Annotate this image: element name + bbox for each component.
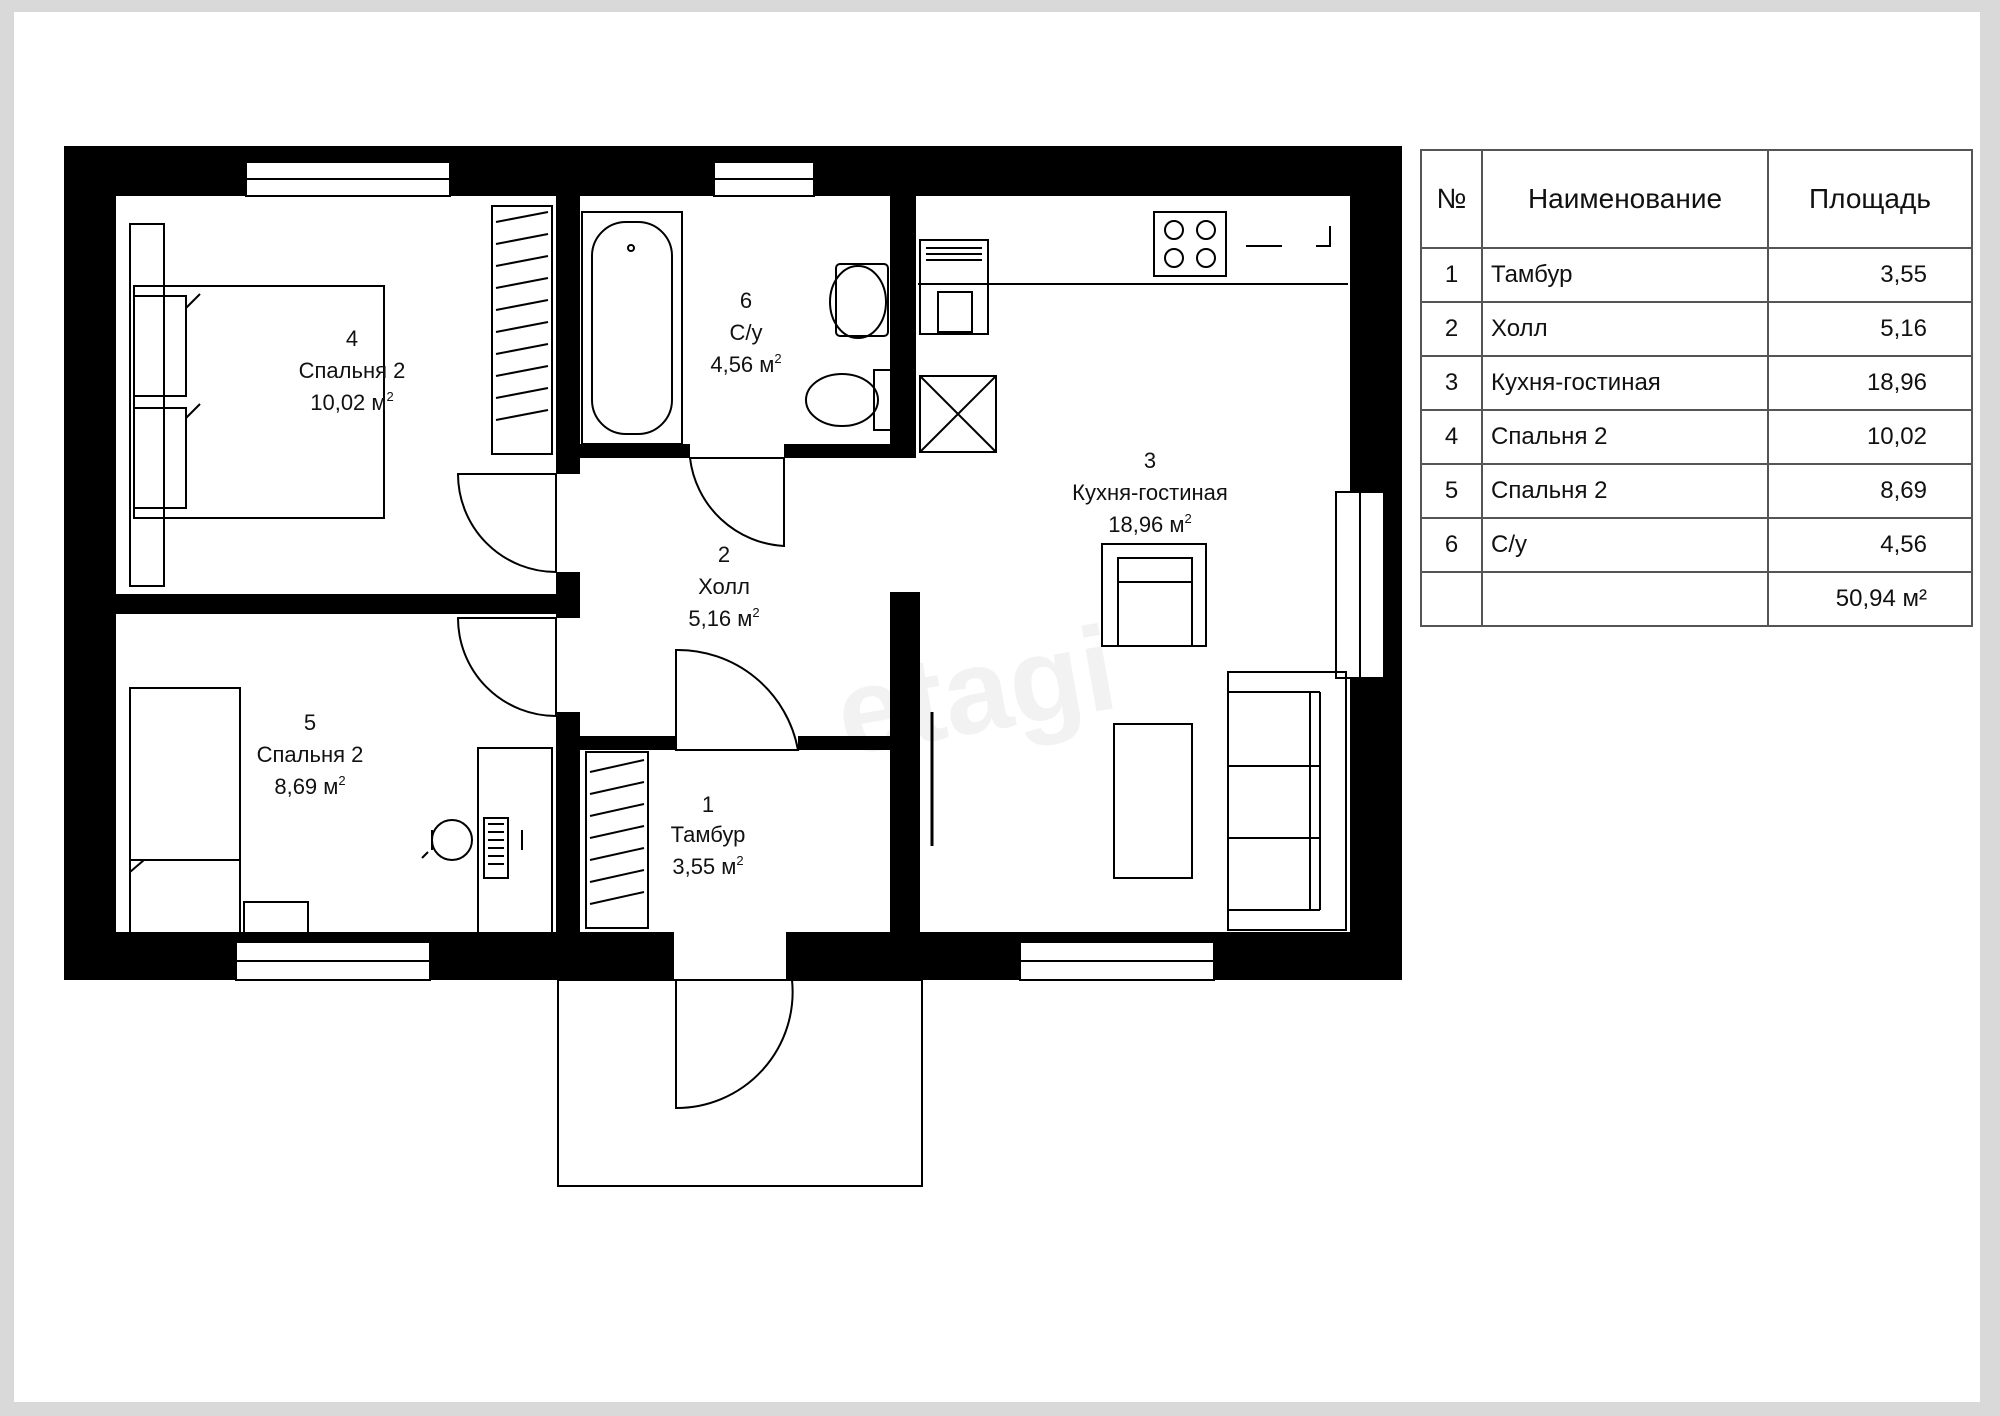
kitchen-counter: [918, 211, 1348, 453]
room-name: С/у: [730, 320, 763, 345]
room-name: Тамбур: [671, 822, 746, 847]
total-area: 50,94 м²: [1767, 571, 1973, 627]
room-label-5: 5 Спальня 2 8,69 м2: [257, 710, 364, 799]
porch: [557, 979, 923, 1187]
cell-area: 4,56: [1767, 517, 1973, 573]
cell-num: [1420, 571, 1483, 627]
interior-walls: [116, 196, 920, 934]
table-row: 4 Спальня 2 10,02: [1420, 409, 1973, 465]
room-label-1: 1 Тамбур 3,55 м2: [671, 792, 746, 879]
double-bed: [129, 223, 385, 587]
floor-plan: 1 Тамбур 3,55 м2 2 Холл 5,16 м2 3 Кухня-…: [64, 146, 1402, 1187]
table-header-row: № Наименование Площадь: [1420, 149, 1973, 249]
cell-num: 3: [1420, 355, 1483, 411]
table-row: 1 Тамбур 3,55: [1420, 247, 1973, 303]
room-area: 3,55 м2: [672, 853, 743, 879]
table-row: 5 Спальня 2 8,69: [1420, 463, 1973, 519]
cell-name: Спальня 2: [1481, 409, 1769, 465]
room-label-6: 6 С/у 4,56 м2: [710, 288, 781, 377]
room-label-2: 2 Холл 5,16 м2: [688, 542, 759, 631]
header-num: №: [1420, 149, 1483, 249]
room-area: 4,56 м2: [710, 351, 781, 377]
cell-name: С/у: [1481, 517, 1769, 573]
cell-name: Холл: [1481, 301, 1769, 357]
cell-area: 5,16: [1767, 301, 1973, 357]
toilet: [805, 369, 893, 431]
room-label-3: 3 Кухня-гостиная 18,96 м2: [1072, 448, 1228, 537]
single-bed: [129, 687, 309, 937]
cell-num: 1: [1420, 247, 1483, 303]
sink: [829, 263, 889, 339]
cell-name: Спальня 2: [1481, 463, 1769, 519]
table-row: 6 С/у 4,56: [1420, 517, 1973, 573]
table-total-row: 50,94 м²: [1420, 571, 1973, 627]
coffee-table: [1113, 723, 1193, 879]
cell-area: 3,55: [1767, 247, 1973, 303]
room-number: 4: [346, 326, 358, 351]
cell-num: 6: [1420, 517, 1483, 573]
wardrobe: [491, 205, 649, 929]
door-swings: [456, 457, 800, 1110]
bathtub: [581, 211, 683, 445]
table-row: 2 Холл 5,16: [1420, 301, 1973, 357]
area-table: № Наименование Площадь 1 Тамбур 3,55 2 Х…: [1420, 149, 1973, 627]
plan-sheet: 1 Тамбур 3,55 м2 2 Холл 5,16 м2 3 Кухня-…: [14, 12, 1980, 1402]
table-row: 3 Кухня-гостиная 18,96: [1420, 355, 1973, 411]
room-number: 3: [1144, 448, 1156, 473]
cell-num: 2: [1420, 301, 1483, 357]
room-name: Спальня 2: [299, 358, 406, 383]
room-name: Спальня 2: [257, 742, 364, 767]
cell-name: Тамбур: [1481, 247, 1769, 303]
room-name: Холл: [698, 574, 750, 599]
room-label-4: 4 Спальня 2 10,02 м2: [299, 326, 406, 415]
cell-num: 4: [1420, 409, 1483, 465]
room-area: 18,96 м2: [1108, 511, 1192, 537]
header-area: Площадь: [1767, 149, 1973, 249]
cell-name: [1481, 571, 1769, 627]
armchair: [1101, 543, 1207, 647]
cell-area: 10,02: [1767, 409, 1973, 465]
room-number: 6: [740, 288, 752, 313]
room-name: Кухня-гостиная: [1072, 480, 1228, 505]
room-area: 5,16 м2: [688, 605, 759, 631]
cell-name: Кухня-гостиная: [1481, 355, 1769, 411]
cell-area: 8,69: [1767, 463, 1973, 519]
room-area: 10,02 м2: [310, 389, 394, 415]
room-number: 5: [304, 710, 316, 735]
header-name: Наименование: [1481, 149, 1769, 249]
sofa: [1227, 671, 1347, 931]
cell-area: 18,96: [1767, 355, 1973, 411]
room-area: 8,69 м2: [274, 773, 345, 799]
room-number: 2: [718, 542, 730, 567]
desk: [421, 747, 553, 939]
room-number: 1: [702, 792, 714, 817]
cell-num: 5: [1420, 463, 1483, 519]
